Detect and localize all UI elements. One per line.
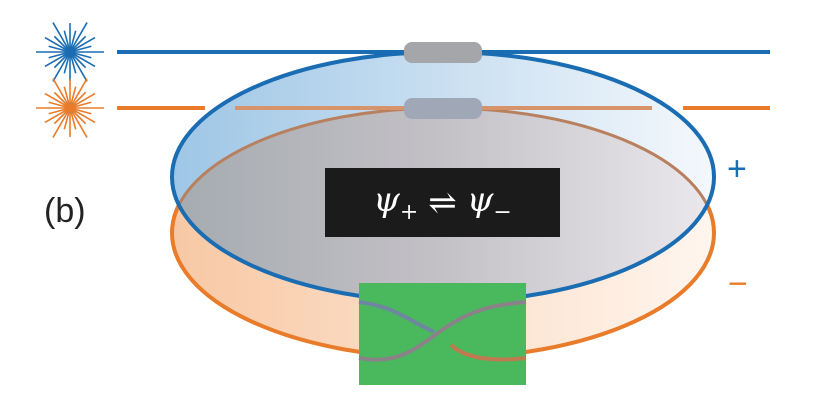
star-ray (48, 45, 71, 53)
crossing-path-1 (358, 300, 435, 334)
equation-box: ψ+ ⇌ ψ− (325, 168, 560, 237)
plus-mode-label: + (727, 150, 747, 188)
minus-mode-label: − (728, 265, 748, 303)
star-ray (53, 35, 71, 53)
blue-laser-star-icon (36, 22, 104, 82)
star-ray (69, 107, 92, 115)
orange-laser-star-icon (36, 78, 104, 138)
star-ray (44, 36, 71, 53)
star-ray (69, 36, 96, 53)
coupler-blue (404, 42, 482, 63)
star-ray (69, 30, 77, 53)
mode-coupling-region (359, 283, 526, 385)
panel-label: (b) (44, 192, 86, 230)
star-ray (44, 92, 71, 109)
star-ray (69, 78, 88, 109)
star-ray (69, 101, 92, 109)
star-ray (69, 107, 88, 138)
star-ray (69, 91, 87, 109)
star-ray (63, 51, 71, 74)
star-ray (63, 107, 71, 130)
star-ray (48, 101, 71, 109)
star-ray (69, 51, 87, 69)
star-ray (52, 107, 71, 138)
coupler-orange (404, 98, 482, 119)
star-ray (69, 35, 87, 53)
star-ray (52, 78, 71, 109)
star-ray (63, 30, 71, 53)
star-ray (44, 51, 71, 68)
star-ray (53, 107, 71, 125)
star-ray (48, 107, 71, 115)
psi-minus: ψ− (466, 180, 512, 225)
psi-plus: ψ+ (373, 180, 419, 225)
star-ray (69, 107, 87, 125)
star-ray (63, 86, 71, 109)
star-ray (48, 51, 71, 59)
star-ray (69, 51, 96, 68)
star-ray (44, 107, 71, 124)
star-ray (53, 51, 71, 69)
star-ray (69, 51, 92, 59)
star-ray (69, 22, 88, 53)
star-ray (69, 86, 77, 109)
star-ray (69, 92, 96, 109)
star-ray (53, 91, 71, 109)
star-ray (69, 51, 88, 82)
star-ray (69, 45, 92, 53)
star-ray (69, 107, 77, 130)
star-ray (52, 22, 71, 53)
star-ray (52, 51, 71, 82)
star-ray (69, 107, 96, 124)
star-ray (69, 51, 77, 74)
equilibrium-arrow: ⇌ (428, 182, 457, 223)
